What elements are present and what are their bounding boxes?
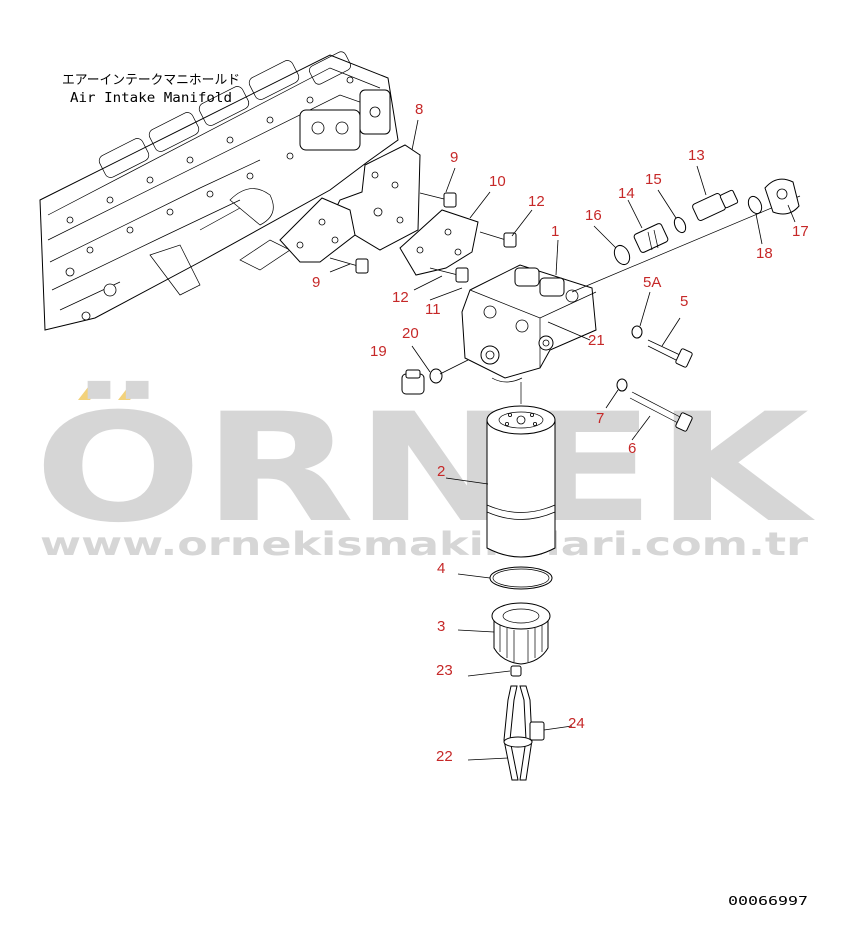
watermark-accent-right xyxy=(118,382,144,400)
bolt-5 xyxy=(647,339,693,368)
callout-23: 23 xyxy=(436,662,453,679)
callout-7: 7 xyxy=(596,410,604,427)
bolt-9-lower xyxy=(329,257,369,274)
drain-plug-23 xyxy=(510,665,522,677)
callout-9-upper: 9 xyxy=(450,149,458,166)
callout-12-upper: 12 xyxy=(528,193,545,210)
sensor-13 xyxy=(692,189,739,222)
callout-14: 14 xyxy=(618,185,635,202)
plug-19 xyxy=(401,369,425,395)
bracket-plate xyxy=(279,197,356,263)
o-ring-18 xyxy=(747,195,763,215)
washer-15 xyxy=(673,216,687,234)
callout-3: 3 xyxy=(437,618,445,635)
washer-5a xyxy=(631,325,643,339)
callout-10: 10 xyxy=(489,173,506,190)
callout-17: 17 xyxy=(792,223,809,240)
callout-1: 1 xyxy=(551,223,559,240)
callout-24: 24 xyxy=(568,715,585,732)
callouts: 8 9 10 12 1 16 14 15 13 17 18 5A 5 21 20… xyxy=(312,101,809,765)
bolt-12-lower xyxy=(429,267,469,283)
callout-18: 18 xyxy=(756,245,773,262)
callout-2: 2 xyxy=(437,463,445,480)
air-intake-manifold: エアーインテークマニホールド Air Intake Manifold xyxy=(39,51,399,331)
callout-21: 21 xyxy=(588,332,605,349)
callout-16: 16 xyxy=(585,207,602,224)
callout-11: 11 xyxy=(425,301,441,318)
elbow-17 xyxy=(764,178,800,215)
callout-5: 5 xyxy=(680,293,688,310)
bolt-6 xyxy=(629,391,693,432)
watermark-brand: ÖRNEK xyxy=(34,380,815,556)
callout-12-lower: 12 xyxy=(392,289,409,306)
callout-5a: 5A xyxy=(643,274,661,291)
o-ring-4 xyxy=(489,566,553,590)
callout-4: 4 xyxy=(437,560,445,577)
callout-22: 22 xyxy=(436,748,453,765)
callout-9-lower: 9 xyxy=(312,274,320,291)
figure-code: 00066997 xyxy=(728,894,808,908)
o-ring-16 xyxy=(613,244,631,266)
callout-6: 6 xyxy=(628,440,636,457)
filter-cartridge-2 xyxy=(486,382,556,558)
callout-13: 13 xyxy=(688,147,705,164)
manifold-label-jp: エアーインテークマニホールド xyxy=(62,73,240,88)
clamp-24 xyxy=(503,721,545,748)
bowl-3 xyxy=(491,602,551,665)
hose-22 xyxy=(503,685,533,781)
connection-line xyxy=(571,195,801,293)
filter-head-1 xyxy=(461,264,597,383)
manifold-label-en: Air Intake Manifold xyxy=(70,91,232,106)
bolt-9-upper xyxy=(419,192,457,208)
washer-7 xyxy=(616,378,628,392)
watermark-url: www.ornekismakinalari.com.tr xyxy=(40,525,808,563)
leader-lines xyxy=(329,119,796,761)
bracket-10 xyxy=(399,209,479,276)
bolt-12-upper xyxy=(479,231,517,248)
adapter-14 xyxy=(633,223,669,253)
callout-19: 19 xyxy=(370,343,387,360)
callout-20: 20 xyxy=(402,325,419,342)
callout-8: 8 xyxy=(415,101,423,118)
washer-20 xyxy=(429,368,443,384)
callout-15: 15 xyxy=(645,171,662,188)
watermark: ÖRNEK www.ornekismakinalari.com.tr xyxy=(34,380,815,563)
watermark-accent-left xyxy=(78,382,104,400)
